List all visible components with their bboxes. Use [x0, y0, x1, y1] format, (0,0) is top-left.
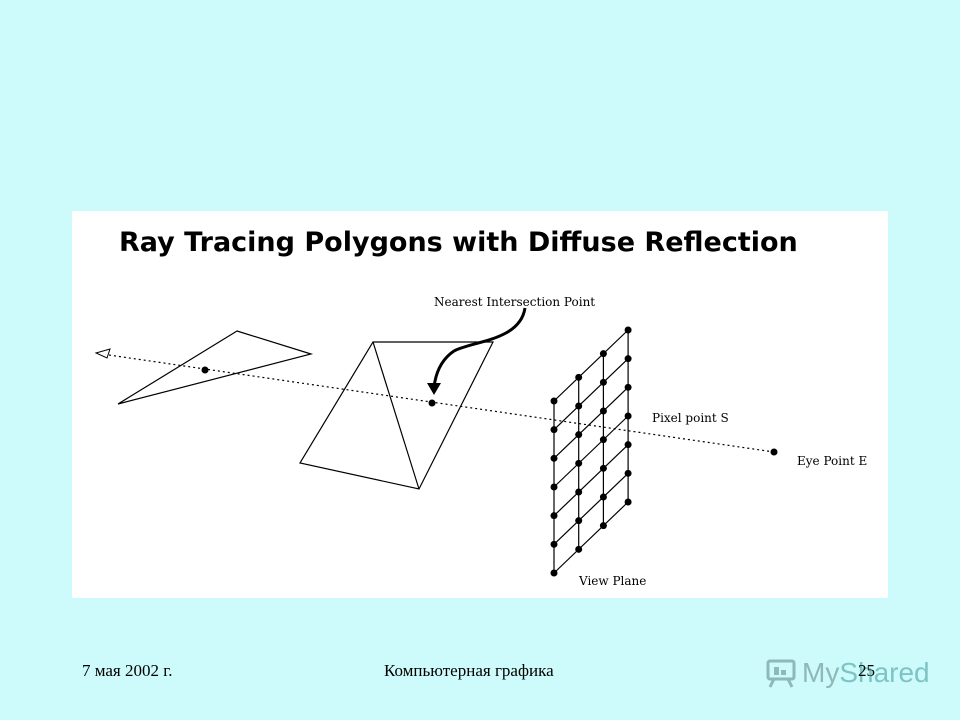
grid-row-line [553, 501, 629, 574]
view-plane-grid [550, 326, 632, 577]
pixel-dot [575, 545, 583, 553]
pointer-arrowhead [427, 383, 441, 395]
ray-arrowhead [94, 348, 111, 359]
pixel-dot [550, 540, 558, 548]
nearest-intersection-dot [428, 399, 436, 407]
pixel-dot [624, 355, 632, 363]
logo-my: My [802, 657, 840, 688]
pixel-dot [599, 407, 607, 415]
grid-row-line [553, 444, 629, 517]
pixel-dot [624, 412, 632, 420]
footer-page-number: 25 [858, 661, 875, 680]
presentation-icon [766, 659, 796, 688]
grid-row-line [553, 358, 629, 431]
pixel-dot [575, 402, 583, 410]
grid-row-line [553, 415, 629, 488]
pixel-dot [599, 350, 607, 358]
pixel-dot [599, 493, 607, 501]
pixel-dot [624, 326, 632, 334]
pixel-dot [599, 378, 607, 386]
label-nearest-intersection: Nearest Intersection Point [434, 295, 595, 309]
label-pixel-point: Pixel point S [652, 411, 729, 425]
pixel-dot [550, 483, 558, 491]
grid-row-line [553, 329, 629, 402]
pixel-dot [550, 426, 558, 434]
pixel-dot [550, 454, 558, 462]
label-view-plane: View Plane [578, 574, 646, 588]
pixel-dot [575, 459, 583, 467]
footer-course-title: Компьютерная графика [384, 661, 554, 680]
pixel-dot [575, 488, 583, 496]
pixel-dot [550, 569, 558, 577]
pixel-dot [575, 431, 583, 439]
pixel-dot [624, 498, 632, 506]
pixel-dot [599, 436, 607, 444]
grid-row-line [553, 386, 629, 459]
pixel-dot [624, 383, 632, 391]
label-eye-point: Eye Point E [797, 454, 867, 468]
pixel-dot [575, 517, 583, 525]
pixel-dot [575, 373, 583, 381]
ray-line [101, 353, 775, 453]
pixel-dot [599, 464, 607, 472]
ray-tracing-figure: Ray Tracing Polygons with Diffuse Reflec… [72, 211, 888, 598]
pixel-dot [624, 441, 632, 449]
pixel-dot [624, 469, 632, 477]
pointer-curve [432, 307, 527, 388]
pixel-dot [599, 522, 607, 530]
eye-point-dot [770, 448, 778, 456]
figure-title: Ray Tracing Polygons with Diffuse Reflec… [119, 227, 798, 258]
pixel-dot [550, 397, 558, 405]
logo-shared: Shared [839, 657, 930, 688]
far-intersection-dot [201, 366, 209, 374]
grid-row-line [553, 472, 629, 545]
ray-tracing-diagram: Ray Tracing Polygons with Diffuse Reflec… [94, 227, 867, 588]
far-triangle [117, 330, 314, 405]
pixel-dot [550, 512, 558, 520]
near-polygon-diagonal [372, 341, 420, 490]
footer-date: 7 мая 2002 г. [82, 661, 173, 680]
